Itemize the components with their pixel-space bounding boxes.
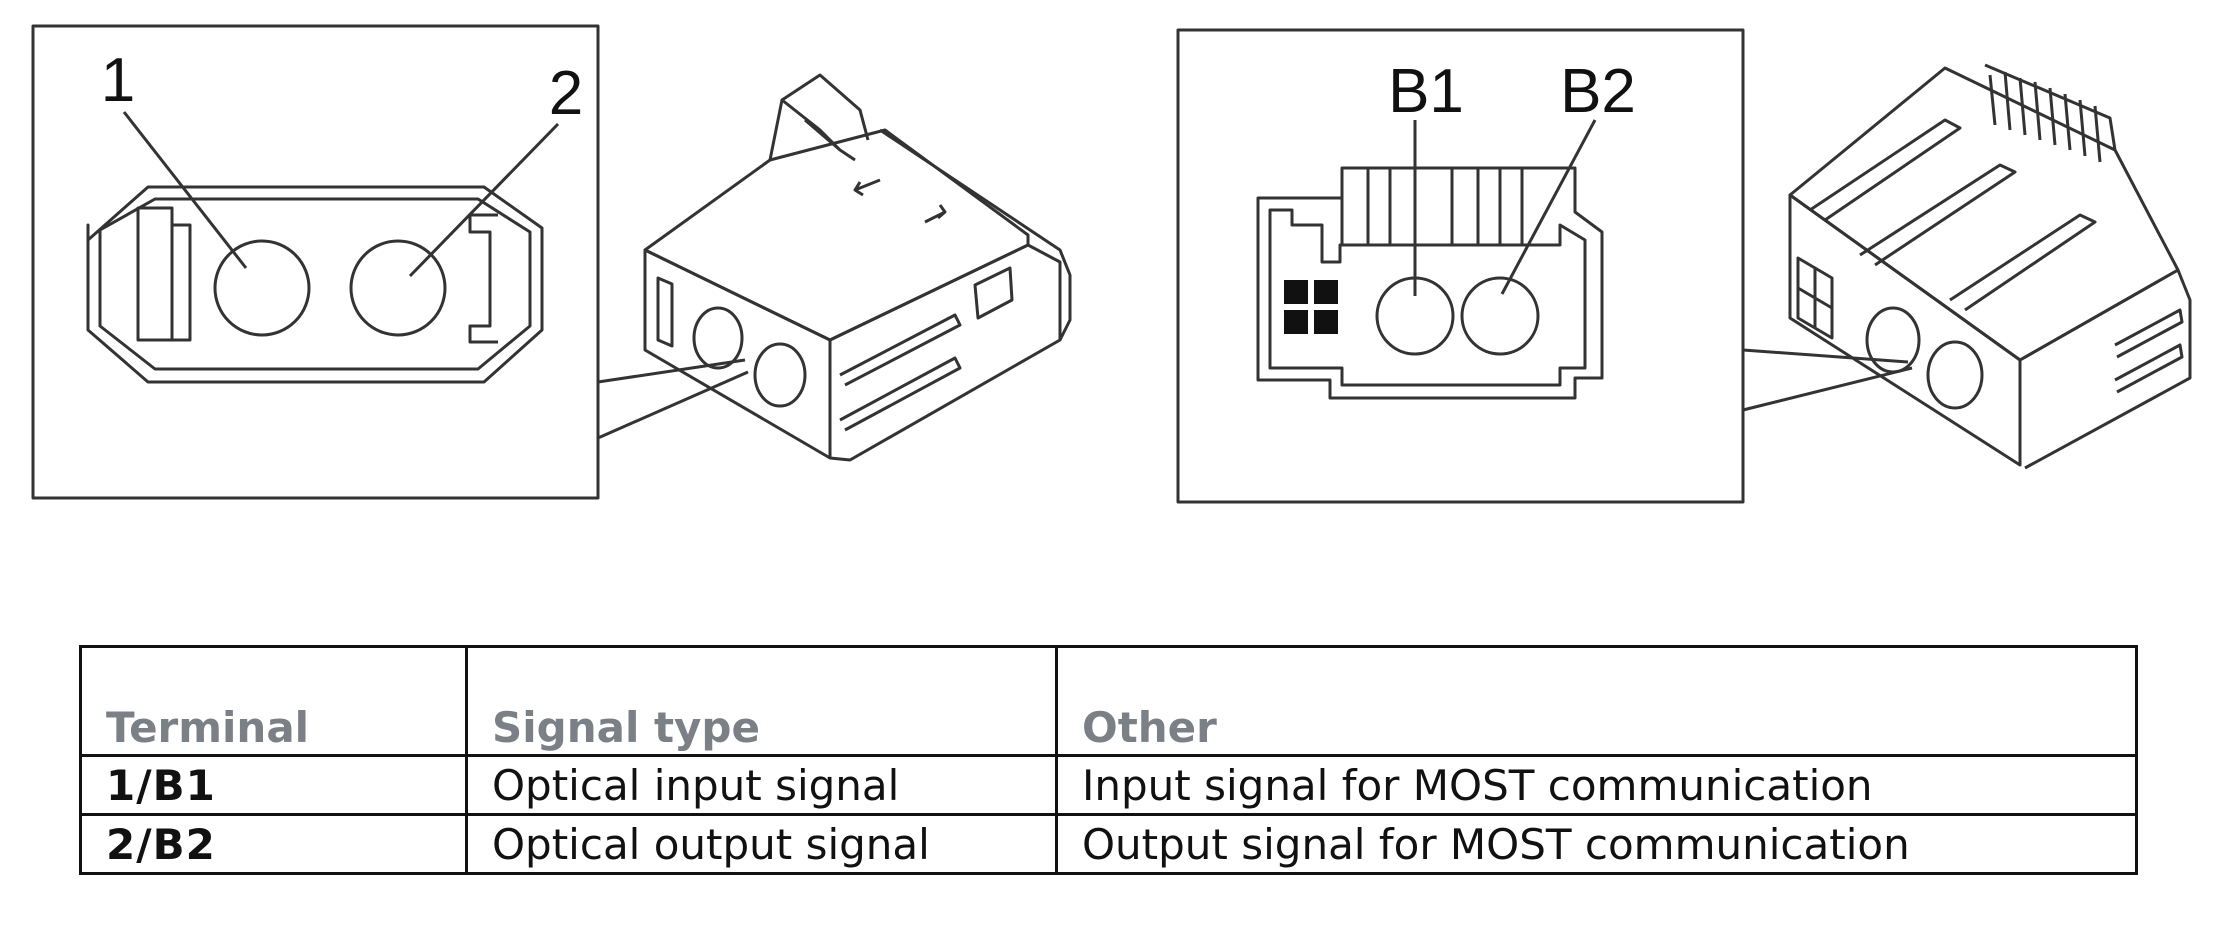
left-leader-line-1 (122, 111, 248, 269)
cell-other: Output signal for MOST communication (1055, 813, 2138, 875)
right-terminal-b2-port (1460, 276, 1540, 356)
right-3d-front-face (1788, 193, 2022, 467)
left-inset-frame (31, 24, 600, 500)
table-row: 1/B1 Optical input signal Input signal f… (79, 754, 2138, 816)
left-label-2: 2 (549, 59, 583, 128)
right-inset-frame (1176, 28, 1745, 504)
cell-other: Input signal for MOST communication (1055, 754, 2138, 816)
right-3d-side-ribs (2114, 308, 2184, 394)
right-face-inner-outline (1268, 208, 1587, 387)
header-signal-type: Signal type (465, 645, 1058, 757)
left-3d-side-ribs (839, 266, 1014, 432)
right-leader-line-b2 (1500, 119, 1597, 295)
right-3d-top-ribs (1984, 63, 2117, 163)
left-3d-top-arrows (853, 178, 947, 224)
table-header-row: Terminal Signal type Other (79, 645, 2138, 757)
left-latch-slot-right (468, 213, 498, 344)
right-3d-right-face (2019, 268, 2192, 470)
table-row: 2/B2 Optical output signal Output signal… (79, 813, 2138, 875)
left-label-1: 1 (101, 46, 135, 115)
right-3d-port-1 (1865, 306, 1921, 374)
left-terminal-1-port (213, 239, 311, 337)
cell-signal-type: Optical output signal (465, 813, 1058, 875)
left-3d-port-2 (753, 342, 807, 408)
right-3d-top-channels (1809, 118, 2097, 312)
left-3d-front-slots (656, 276, 674, 348)
left-3d-latch (768, 73, 870, 162)
right-connector-3d-view (1788, 63, 2192, 470)
header-terminal: Terminal (79, 645, 468, 757)
right-callout-line-upper (1742, 348, 1909, 364)
left-connector-3d-view (643, 73, 1072, 462)
header-other: Other (1055, 645, 2138, 757)
right-top-latch-blocks (1340, 166, 1524, 245)
right-label-b1: B1 (1388, 57, 1464, 126)
left-callout-line-lower (597, 370, 749, 440)
right-3d-pin-grid (1796, 256, 1834, 340)
right-3d-port-2 (1926, 340, 1984, 410)
cell-terminal: 2/B2 (79, 813, 468, 875)
cell-signal-type: Optical input signal (465, 754, 1058, 816)
right-connector-face-inset: B1 B2 (1176, 28, 1913, 504)
cell-terminal: 1/B1 (79, 754, 468, 816)
left-3d-top-rail (879, 128, 1072, 341)
terminal-signal-table: Terminal Signal type Other 1/B1 Optical … (79, 645, 2138, 875)
left-face-outer-outline (86, 185, 544, 384)
left-3d-right-face (829, 243, 1062, 462)
left-callout-line-upper (597, 358, 746, 384)
connector-diagram: 1 2 B1 B2 (31, 24, 2192, 504)
right-3d-top-face (1788, 66, 2180, 362)
right-label-b2: B2 (1560, 57, 1636, 126)
left-terminal-2-port (349, 239, 447, 337)
left-3d-top-face (643, 128, 1030, 342)
left-latch-slot-left (136, 206, 192, 342)
right-pin-grid (1284, 280, 1338, 334)
left-3d-port-1 (692, 306, 744, 370)
left-face-inner-outline (98, 197, 532, 371)
left-connector-face-inset: 1 2 (31, 24, 749, 500)
right-callout-line-lower (1742, 366, 1913, 412)
left-leader-line-2 (408, 122, 560, 278)
